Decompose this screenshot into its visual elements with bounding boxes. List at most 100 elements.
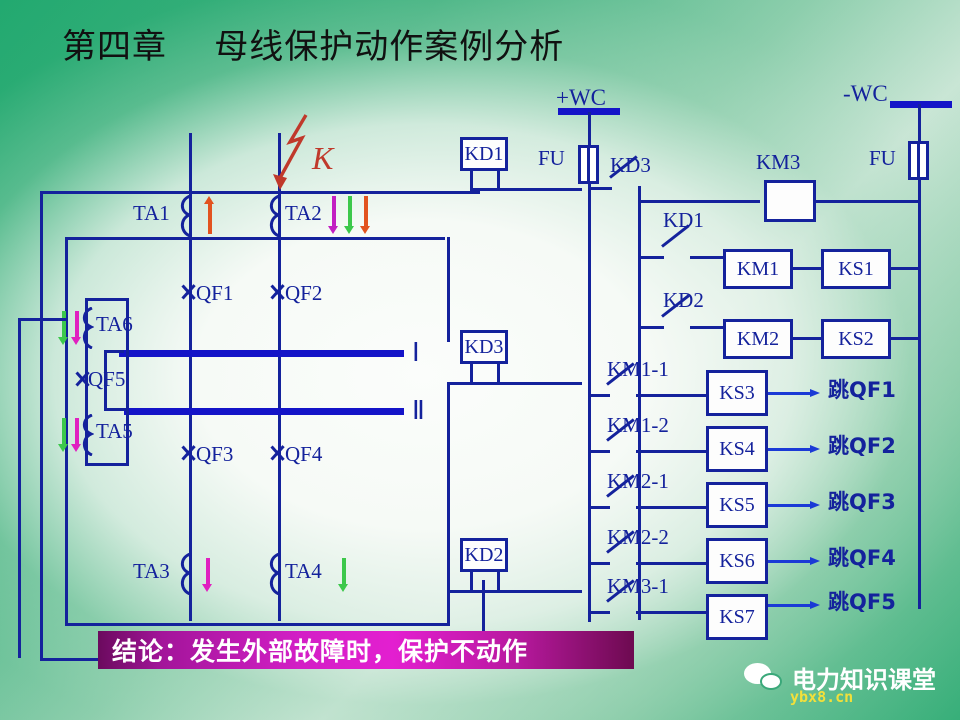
- trip-arrow-QF2: [768, 445, 820, 454]
- km1-1-in: [588, 394, 610, 397]
- busbar-1: [119, 350, 404, 357]
- current-arrow-ta2-b: [344, 196, 355, 234]
- current-arrow-ta2-c: [360, 196, 371, 234]
- supply-negative-label: -WC: [843, 81, 888, 106]
- relay-KD3-box[interactable]: KD3: [460, 330, 508, 364]
- ct-TA2-symbol: [265, 195, 281, 237]
- tie-to-bus2: [104, 408, 126, 411]
- kd1-contact-in: [638, 256, 664, 259]
- supply-positive-label: +WC: [556, 85, 607, 110]
- feeder-line-1: [189, 133, 192, 621]
- km1-2-out: [636, 450, 708, 453]
- km1-2-in: [588, 450, 610, 453]
- busbar-2-label: Ⅱ: [412, 396, 425, 425]
- kd3-upper-link: [447, 237, 450, 342]
- km3-1-in: [588, 611, 610, 614]
- feeder-line-2: [278, 133, 281, 621]
- kd2-lead-left: [470, 570, 473, 592]
- ct-TA6-label: TA6: [96, 312, 133, 336]
- kd3-contact-out: [638, 200, 760, 203]
- watermark: 电力知识课堂: [744, 660, 936, 695]
- page-title: 第四章 母线保护动作案例分析: [62, 27, 565, 67]
- contact-KD3-switch[interactable]: [608, 155, 648, 198]
- current-arrow-ta3: [202, 558, 213, 592]
- kd3-to-rail: [447, 382, 582, 385]
- ct-TA6-symbol: [78, 307, 94, 349]
- kd1-to-rail: [470, 188, 582, 191]
- km3-to-negative: [814, 200, 920, 203]
- ks1-to-negative: [889, 267, 920, 270]
- kd1-lead-left: [470, 169, 473, 192]
- kd2-to-rail: [450, 590, 582, 593]
- kd1-left-riser: [40, 191, 43, 661]
- busbar-2: [124, 408, 404, 415]
- relay-KD1-box[interactable]: KD1: [460, 137, 508, 171]
- coil-KM2-box[interactable]: KM2: [723, 319, 793, 359]
- current-arrow-ta4: [338, 558, 349, 592]
- coil-KM1-box[interactable]: KM1: [723, 249, 793, 289]
- tie-branch-right: [126, 298, 129, 466]
- kd3-contact-drop: [638, 186, 641, 202]
- kd3-lead-right: [497, 362, 500, 384]
- ta-secondary-line-top: [65, 237, 445, 240]
- km1-to-ks1: [791, 267, 823, 270]
- coil-KM3-box[interactable]: [764, 180, 816, 222]
- fuse-positive-symbol: [578, 145, 599, 184]
- tie-to-bus1: [104, 350, 124, 353]
- fault-lightning-icon: [262, 112, 314, 192]
- signal-relay-KS5-box[interactable]: KS5: [706, 482, 768, 528]
- kd2-contact-out: [690, 326, 724, 329]
- contact-KD1-label: KD1: [663, 208, 704, 232]
- signal-relay-KS7-box[interactable]: KS7: [706, 594, 768, 640]
- signal-relay-KS1-box[interactable]: KS1: [821, 249, 891, 289]
- trip-arrow-QF4: [768, 557, 820, 566]
- current-arrow-ta5-a: [58, 418, 69, 452]
- ct-TA3-symbol: [176, 553, 192, 595]
- supply-negative-bus: [890, 101, 952, 108]
- fault-label-K: K: [312, 140, 334, 176]
- kd3-lead-left: [470, 362, 473, 384]
- km3-1-out: [636, 611, 708, 614]
- fuse-positive-label: FU: [538, 146, 565, 170]
- ct-TA3-label: TA3: [133, 559, 170, 583]
- kd2-right-drop-b: [482, 580, 485, 660]
- fuse-negative-symbol: [908, 141, 929, 180]
- ks2-to-negative: [889, 337, 920, 340]
- breaker-QF5-label: QF5: [88, 367, 126, 391]
- km2-1-in: [588, 506, 610, 509]
- kd3-contact-in: [588, 187, 612, 190]
- ct-TA2-label: TA2: [285, 201, 322, 225]
- ta56-secondary-riser: [18, 318, 21, 658]
- kd2-lead-right: [497, 570, 500, 592]
- km2-1-out: [636, 506, 708, 509]
- signal-relay-KS4-box[interactable]: KS4: [706, 426, 768, 472]
- negative-rail: [918, 104, 921, 609]
- trip-output-QF3-label: 跳QF3: [828, 490, 896, 514]
- breaker-QF1-label: QF1: [196, 281, 234, 305]
- watermark-url: ybx8.cn: [790, 688, 854, 706]
- ta-secondary-line-bottom: [65, 623, 450, 626]
- ct-TA5-label: TA5: [96, 419, 133, 443]
- signal-relay-KS3-box[interactable]: KS3: [706, 370, 768, 416]
- contact-column-rail: [638, 200, 641, 620]
- busbar-1-label: Ⅰ: [412, 338, 420, 367]
- breaker-QF2-label: QF2: [285, 281, 323, 305]
- relay-KD2-box[interactable]: KD2: [460, 538, 508, 572]
- breaker-QF3-label: QF3: [196, 442, 234, 466]
- current-arrow-ta5-b: [71, 418, 82, 452]
- ct-TA1-symbol: [176, 195, 192, 237]
- signal-relay-KS6-box[interactable]: KS6: [706, 538, 768, 584]
- ct-TA4-symbol: [265, 553, 281, 595]
- current-arrow-ta2-a: [328, 196, 339, 234]
- trip-output-QF2-label: 跳QF2: [828, 434, 896, 458]
- kd1-lead-right: [497, 169, 500, 189]
- ta-secondary-riser: [65, 237, 68, 625]
- kd1-contact-out: [690, 256, 724, 259]
- tie-conductor: [104, 350, 107, 408]
- tie-branch-top: [85, 298, 128, 301]
- trip-arrow-QF1: [768, 389, 820, 398]
- breaker-QF4-label: QF4: [285, 442, 323, 466]
- kd3-lower-link: [447, 385, 450, 623]
- signal-relay-KS2-box[interactable]: KS2: [821, 319, 891, 359]
